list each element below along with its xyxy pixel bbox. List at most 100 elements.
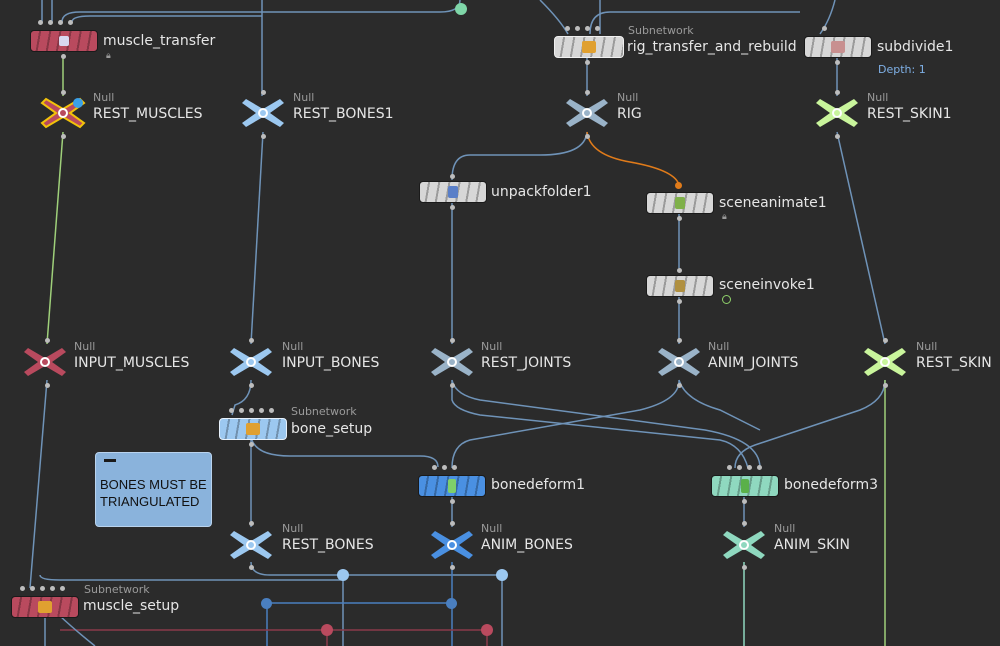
output-connector[interactable] <box>249 442 254 447</box>
sticky-note[interactable]: BONES MUST BE TRIANGULATED <box>95 452 212 527</box>
input-connector[interactable] <box>585 90 590 95</box>
output-connector[interactable] <box>261 134 266 139</box>
null-node-icon[interactable] <box>564 95 610 131</box>
input-connector[interactable] <box>261 90 266 95</box>
node-body[interactable] <box>804 36 872 58</box>
input-connector[interactable] <box>45 338 50 343</box>
output-connector[interactable] <box>249 383 254 388</box>
node-type: Null <box>708 340 730 353</box>
output-connector[interactable] <box>249 565 254 570</box>
input-connector[interactable] <box>757 465 762 470</box>
null-node-icon[interactable] <box>814 95 860 131</box>
null-node-icon[interactable] <box>721 527 767 563</box>
input-connector[interactable] <box>677 338 682 343</box>
input-connector[interactable] <box>727 465 732 470</box>
input-connector[interactable] <box>30 586 35 591</box>
wire-hub[interactable] <box>481 624 493 636</box>
input-connector[interactable] <box>249 338 254 343</box>
input-connector[interactable] <box>58 20 63 25</box>
output-connector[interactable] <box>742 565 747 570</box>
input-connector[interactable] <box>269 408 274 413</box>
input-connector[interactable] <box>737 465 742 470</box>
node-body[interactable] <box>30 30 98 52</box>
input-connector[interactable] <box>450 521 455 526</box>
output-connector[interactable] <box>61 54 66 59</box>
output-connector[interactable] <box>677 299 682 304</box>
wire-hub[interactable] <box>321 624 333 636</box>
input-connector[interactable] <box>452 465 457 470</box>
node-body[interactable] <box>711 475 779 497</box>
input-connector[interactable] <box>595 26 600 31</box>
null-node-icon[interactable] <box>862 344 908 380</box>
node-body[interactable] <box>418 475 486 497</box>
sticky-collapse-icon[interactable] <box>104 459 116 462</box>
input-connector[interactable] <box>835 90 840 95</box>
wire <box>29 379 48 589</box>
input-connector[interactable] <box>61 90 66 95</box>
node-body[interactable] <box>219 418 287 440</box>
node-label: ANIM_SKIN <box>774 537 850 553</box>
null-node-icon[interactable] <box>228 527 274 563</box>
null-node-icon[interactable] <box>656 344 702 380</box>
output-connector[interactable] <box>677 383 682 388</box>
output-connector[interactable] <box>585 134 590 139</box>
output-connector[interactable] <box>450 565 455 570</box>
input-connector[interactable] <box>48 20 53 25</box>
input-connector[interactable] <box>249 521 254 526</box>
output-connector[interactable] <box>45 383 50 388</box>
node-body[interactable] <box>419 181 487 203</box>
output-connector[interactable] <box>61 134 66 139</box>
input-connector[interactable] <box>442 465 447 470</box>
input-connector[interactable] <box>259 408 264 413</box>
wire-hub[interactable] <box>455 3 467 15</box>
wire-hub[interactable] <box>337 569 349 581</box>
node-type: Null <box>93 91 115 104</box>
input-connector[interactable] <box>249 408 254 413</box>
input-connector[interactable] <box>450 338 455 343</box>
output-connector[interactable] <box>835 60 840 65</box>
wire-hub[interactable] <box>496 569 508 581</box>
wire-hub[interactable] <box>261 598 272 609</box>
null-node-icon[interactable] <box>40 95 86 131</box>
output-connector[interactable] <box>450 383 455 388</box>
input-connector[interactable] <box>742 521 747 526</box>
null-node-icon[interactable] <box>228 344 274 380</box>
output-connector[interactable] <box>450 499 455 504</box>
input-connector[interactable] <box>677 268 682 273</box>
input-connector[interactable] <box>822 26 827 31</box>
input-connector[interactable] <box>239 408 244 413</box>
output-connector[interactable] <box>742 499 747 504</box>
node-body[interactable] <box>646 192 714 214</box>
output-connector[interactable] <box>883 383 888 388</box>
node-label: sceneinvoke1 <box>719 277 815 293</box>
input-connector[interactable] <box>40 586 45 591</box>
wire-hub[interactable] <box>675 182 682 189</box>
input-connector[interactable] <box>60 586 65 591</box>
input-connector[interactable] <box>432 465 437 470</box>
output-connector[interactable] <box>677 216 682 221</box>
input-connector[interactable] <box>883 338 888 343</box>
input-connector[interactable] <box>565 26 570 31</box>
output-connector[interactable] <box>585 60 590 65</box>
output-connector[interactable] <box>835 134 840 139</box>
input-connector[interactable] <box>68 20 73 25</box>
input-connector[interactable] <box>747 465 752 470</box>
node-label: bonedeform3 <box>784 477 878 493</box>
input-connector[interactable] <box>585 26 590 31</box>
null-node-icon[interactable] <box>429 527 475 563</box>
input-connector[interactable] <box>229 408 234 413</box>
node-body[interactable] <box>646 275 714 297</box>
wire-hub[interactable] <box>446 598 457 609</box>
output-connector[interactable] <box>450 205 455 210</box>
input-connector[interactable] <box>450 174 455 179</box>
null-node-icon[interactable] <box>429 344 475 380</box>
input-connector[interactable] <box>38 20 43 25</box>
null-node-icon[interactable] <box>240 95 286 131</box>
input-connector[interactable] <box>575 26 580 31</box>
input-connector[interactable] <box>20 586 25 591</box>
node-body[interactable] <box>11 596 79 618</box>
null-node-icon[interactable] <box>22 344 68 380</box>
input-connector[interactable] <box>50 586 55 591</box>
node-body[interactable] <box>554 36 624 58</box>
lock-icon: 🔒︎ <box>106 51 111 61</box>
